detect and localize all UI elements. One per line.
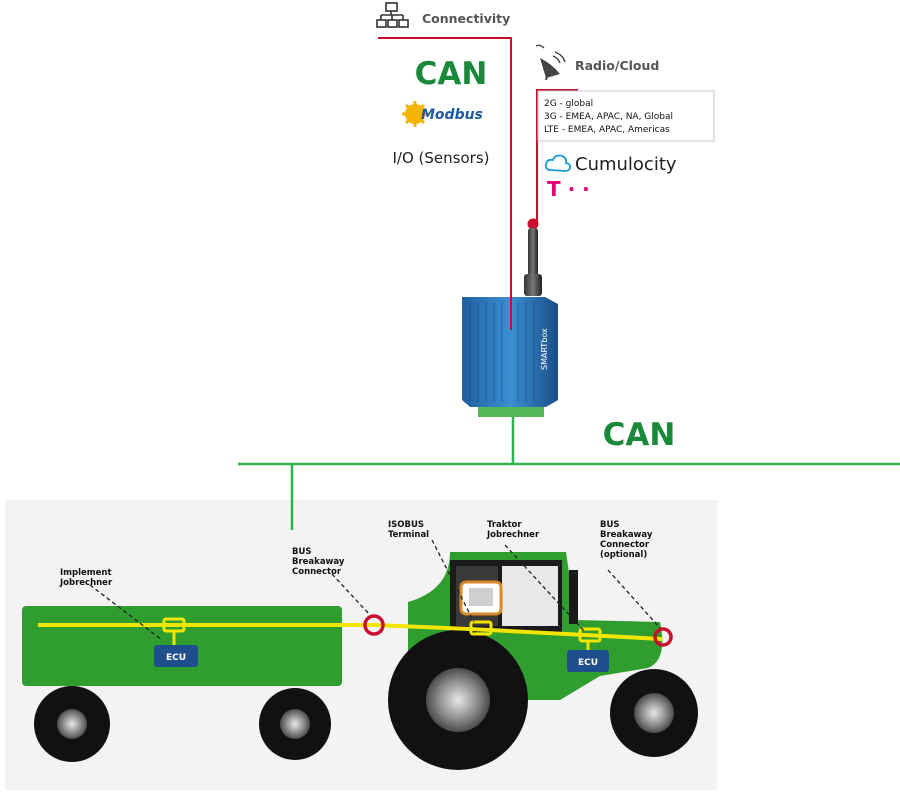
modbus-logo: Modbus (402, 101, 483, 127)
modbus-gear-icon (402, 101, 428, 127)
network-list-box (537, 90, 715, 142)
can-logo-top: CAN (415, 56, 488, 92)
ecu-label: ECU (166, 653, 186, 663)
antenna (524, 228, 542, 296)
traktor-label: Traktor (487, 520, 522, 530)
bus-connector-optional-label: BUS (600, 520, 620, 530)
traktor-label: Jobrechner (486, 530, 540, 540)
leader-lines (89, 539, 661, 641)
bus-connector-optional-label: (optional) (600, 550, 647, 560)
ecu-label: ECU (578, 658, 598, 668)
device-name: SMARTbox (540, 328, 549, 370)
trailer-ecu: ECU (154, 645, 198, 667)
smartbox-device: SMARTbox (462, 297, 558, 417)
breakaway-connector (363, 614, 385, 636)
cumulocity-text: Cumulocity (575, 154, 677, 175)
tractor-front-wheel (610, 669, 698, 757)
bus-connector-label: BUS (292, 547, 312, 557)
implement-label: Implement (60, 568, 112, 578)
radio-cloud-label: Radio/Cloud (575, 58, 659, 73)
connectivity-line (378, 37, 512, 330)
tractor-terminal-tap (469, 620, 493, 636)
bus-connector-label: Connector (292, 567, 342, 577)
cumulocity-logo: Cumulocity (544, 154, 677, 175)
bus-connector-optional-label: Breakaway (600, 530, 653, 540)
isobus-terminal-label: Terminal (388, 530, 429, 540)
isobus-terminal-label: ISOBUS (388, 520, 424, 530)
telekom-logo: T · · (547, 177, 590, 201)
can-bus-logo: CAN (603, 417, 676, 453)
implement-label: Jobrechner (59, 578, 113, 588)
modbus-text: Modbus (421, 107, 483, 123)
tractor-ecu-tap (578, 627, 602, 650)
network-list-item: 2G - global (544, 99, 593, 109)
radio-line-dot (527, 218, 539, 230)
trailer-wheel-left (34, 686, 110, 762)
network-list-item: 3G - EMEA, APAC, NA, Global (544, 112, 673, 122)
exhaust-pipe (569, 570, 578, 624)
cloud-icon (544, 154, 572, 172)
terminal-block (478, 407, 544, 417)
cab-window (502, 566, 558, 626)
io-sensors-label: I/O (Sensors) (393, 149, 490, 167)
network-icon (376, 2, 409, 28)
satellite-dish-icon (535, 44, 566, 81)
isobus-line (38, 623, 663, 641)
trailer-wheel-right (259, 688, 331, 760)
bus-connector-label: Breakaway (292, 557, 345, 567)
breakaway-connector-optional (653, 627, 673, 647)
trailer-ecu-tap (162, 617, 186, 645)
tractor-rear-wheel (388, 630, 528, 770)
network-list-item: LTE - EMEA, APAC, Americas (544, 125, 670, 135)
connectivity-label: Connectivity (422, 11, 510, 26)
tractor-ecu: ECU (567, 650, 609, 672)
bus-connector-optional-label: Connector (600, 540, 650, 550)
